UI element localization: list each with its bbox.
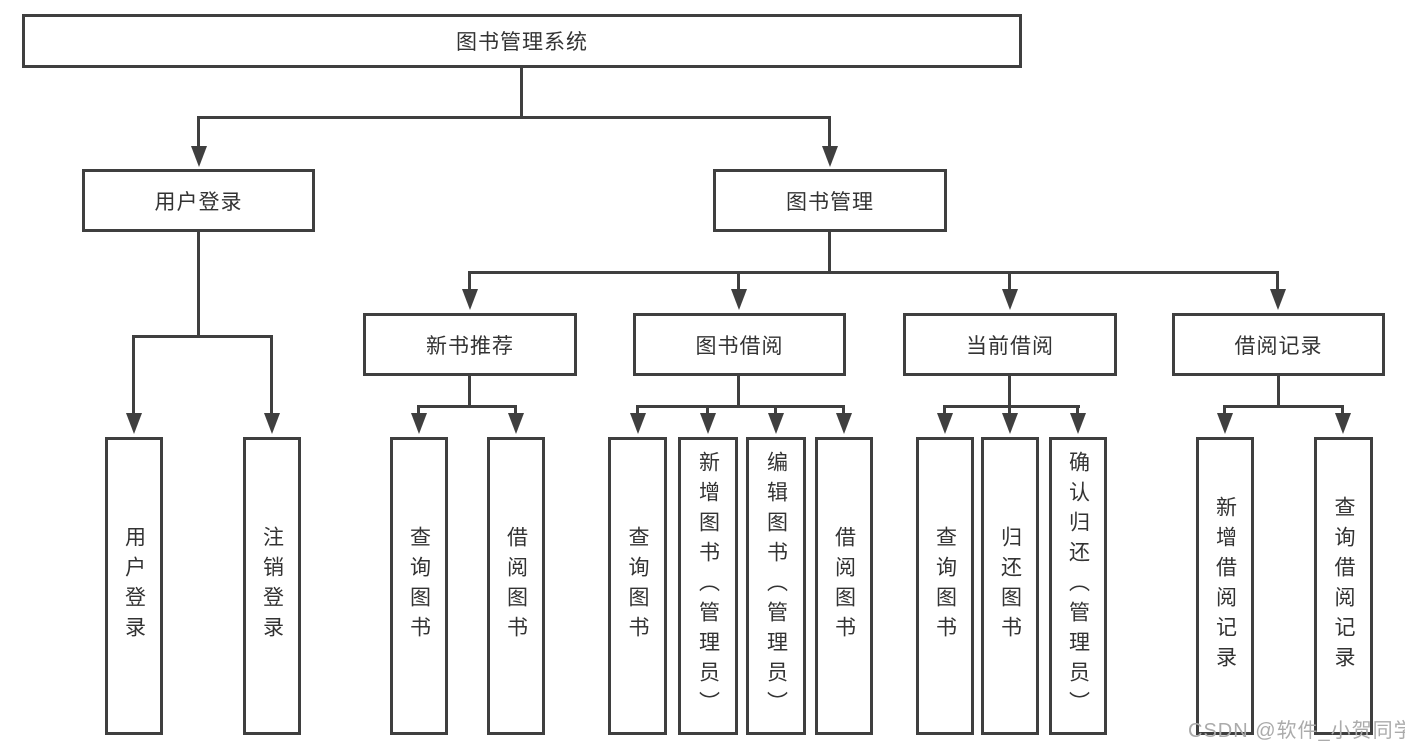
arrow-down-icon [264,413,280,434]
arrow-down-icon [1335,413,1351,434]
connector-line [197,116,830,119]
leaf-logout: 注销登录 [243,437,301,735]
connector-line [842,405,845,415]
arrow-down-icon [411,413,427,434]
leaf-borrow-borrow-books: 借阅图书 [815,437,873,735]
connector-line [197,232,200,337]
arrow-down-icon [731,289,747,310]
node-new-book-recommend: 新书推荐 [363,313,577,376]
connector-line [737,271,740,291]
connector-line [636,405,845,408]
leaf-recommend-query-books: 查询图书 [390,437,448,735]
connector-line [132,335,135,414]
leaf-recommend-borrow-books: 借阅图书 [487,437,545,735]
arrow-down-icon [1270,289,1286,310]
connector-line [468,271,471,291]
node-book-management: 图书管理 [713,169,947,232]
node-book-borrowing: 图书借阅 [633,313,846,376]
arrow-down-icon [462,289,478,310]
connector-line [636,405,639,415]
connector-line [1223,405,1226,415]
connector-line [520,68,523,118]
connector-line [1008,405,1011,415]
leaf-current-return-books: 归还图书 [981,437,1039,735]
connector-line [828,116,831,148]
connector-line [417,405,517,408]
leaf-records-query-record: 查询借阅记录 [1314,437,1373,735]
connector-line [1223,405,1344,408]
connector-line [1341,405,1344,415]
connector-line [1277,376,1280,408]
connector-line [774,405,777,415]
arrow-down-icon [1002,289,1018,310]
leaf-user-login: 用户登录 [105,437,163,735]
connector-line [1276,271,1279,291]
leaf-current-query-books: 查询图书 [916,437,974,735]
arrow-down-icon [630,413,646,434]
arrow-down-icon [126,413,142,434]
node-current-borrowing: 当前借阅 [903,313,1117,376]
arrow-down-icon [822,146,838,167]
connector-line [132,335,273,338]
connector-line [468,271,1279,274]
arrow-down-icon [508,413,524,434]
arrow-down-icon [700,413,716,434]
connector-line [417,405,420,415]
connector-line [270,335,273,414]
arrow-down-icon [937,413,953,434]
connector-line [1008,271,1011,291]
leaf-current-confirm-return-admin: 确认归还（管理员） [1049,437,1107,735]
connector-line [197,116,200,148]
node-user-login: 用户登录 [82,169,315,232]
connector-line [1076,405,1079,415]
connector-line [828,232,831,274]
connector-line [514,405,517,415]
arrow-down-icon [836,413,852,434]
arrow-down-icon [191,146,207,167]
arrow-down-icon [1217,413,1233,434]
arrow-down-icon [1070,413,1086,434]
connector-line [706,405,709,415]
node-borrowing-records: 借阅记录 [1172,313,1385,376]
connector-line [943,405,1080,408]
connector-line [1008,376,1011,408]
arrow-down-icon [1002,413,1018,434]
leaf-borrow-add-books-admin: 新增图书（管理员） [678,437,738,735]
leaf-borrow-query-books: 查询图书 [608,437,667,735]
arrow-down-icon [768,413,784,434]
connector-line [943,405,946,415]
connector-line [468,376,471,408]
leaf-records-add-record: 新增借阅记录 [1196,437,1254,735]
node-root-library-management-system: 图书管理系统 [22,14,1022,68]
leaf-borrow-edit-books-admin: 编辑图书（管理员） [746,437,806,735]
connector-line [737,376,740,408]
csdn-watermark: CSDN @软件_小贺同学 [1188,720,1405,742]
